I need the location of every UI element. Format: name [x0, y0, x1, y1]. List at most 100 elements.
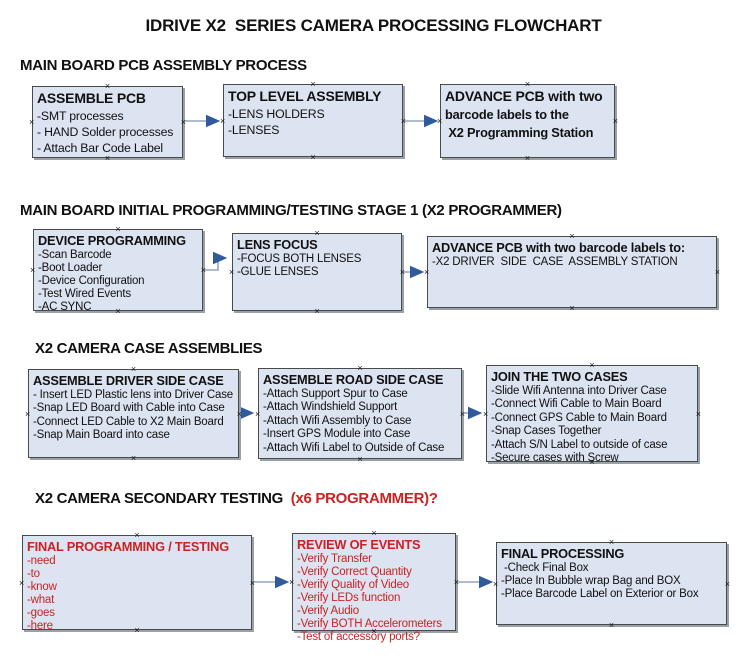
box-step: -AC SYNC: [38, 301, 92, 313]
connector-anchor-icon: ×: [310, 79, 316, 89]
box-step: -Snap LED Board with Cable into Case: [33, 402, 225, 415]
box-step: -Slide Wifi Antenna into Driver Case: [491, 385, 667, 397]
connector-anchor-icon: ×: [357, 363, 363, 373]
connector-anchor-icon: ×: [104, 81, 111, 91]
box-device-programming: × × × × DEVICE PROGRAMMING -Scan Barcode…: [30, 224, 206, 316]
box-step: -Snap Main Board into case: [33, 429, 170, 442]
box-step: -Place In Bubble wrap Bag and BOX: [501, 575, 681, 587]
connector-anchor-icon: ×: [589, 457, 595, 467]
box-step: -Test Wired Events: [38, 288, 131, 300]
connector-anchor-icon: ×: [524, 153, 531, 163]
connector-anchor-icon: ×: [289, 577, 295, 587]
box-step: -GLUE LENSES: [237, 266, 319, 278]
box-step: - Insert LED Plastic lens into Driver Ca…: [33, 389, 233, 401]
connector-anchor-icon: ×: [695, 408, 701, 419]
box-step: -Connect GPS Cable to Main Board: [491, 411, 667, 424]
box-step: -Verify Transfer: [297, 553, 372, 565]
heading-black-part: X2 CAMERA SECONDARY TESTING: [35, 490, 287, 507]
box-step: -Connect Wifi Cable to Main Board: [491, 398, 662, 411]
box-title: FINAL PROCESSING: [501, 546, 625, 561]
section-heading-pcb-assembly: MAIN BOARD PCB ASSEMBLY PROCESS: [20, 57, 307, 74]
connector-anchor-icon: ×: [220, 115, 226, 126]
box-title: ADVANCE PCB with two barcode labels to:: [432, 240, 685, 255]
box-assemble-road-side-case: × × × × ASSEMBLE ROAD SIDE CASE -Attach …: [255, 363, 465, 464]
box-title: TOP LEVEL ASSEMBLY: [228, 88, 382, 104]
box-title: REVIEW OF EVENTS: [297, 537, 421, 552]
connector-anchor-icon: ×: [424, 267, 430, 277]
page-title: IDRIVE X2 SERIES CAMERA PROCESSING FLOWC…: [145, 16, 602, 35]
section-heading-case-assemblies: X2 CAMERA CASE ASSEMBLIES: [35, 340, 263, 357]
connector-anchor-icon: ×: [314, 306, 320, 316]
box-step: -need: [27, 555, 56, 567]
box-title: ASSEMBLE ROAD SIDE CASE: [263, 372, 444, 387]
connector-anchor-icon: ×: [249, 577, 255, 588]
box-step: -Insert GPS Module into Case: [263, 428, 411, 441]
connector-anchor-icon: ×: [453, 577, 459, 587]
connector-anchor-icon: ×: [400, 115, 406, 126]
connector-anchor-icon: ×: [134, 625, 140, 635]
box-review-of-events: × × × × REVIEW OF EVENTS -Verify Transfe…: [289, 528, 459, 644]
box-assemble-pcb: × × × × ASSEMBLE PCB -SMT processes - HA…: [29, 81, 186, 163]
connector-anchor-icon: ×: [608, 537, 615, 547]
connector-anchor-icon: ×: [200, 265, 206, 275]
connector-anchor-icon: ×: [371, 626, 377, 636]
box-step: -Verify LEDs function: [297, 592, 401, 604]
box-step: -Attach Wifi Label to Outside of Case: [263, 441, 445, 454]
box-step: -Attach Windshield Support: [263, 401, 398, 414]
box-top-level-assembly: × × × × TOP LEVEL ASSEMBLY -LENS HOLDERS…: [220, 79, 406, 162]
box-step: -Attach Support Spur to Case: [263, 388, 408, 400]
box-step: -what: [27, 594, 55, 606]
connector-anchor-icon: ×: [314, 228, 320, 238]
box-step: -X2 DRIVER SIDE CASE ASSEMBLY STATION: [432, 256, 678, 268]
box-title: ASSEMBLE DRIVER SIDE CASE: [33, 373, 224, 388]
box-step: -Verify Audio: [297, 605, 359, 617]
connector-anchor-icon: ×: [569, 231, 575, 241]
box-step: -goes: [27, 607, 55, 619]
box-title: FINAL PROGRAMMING / TESTING: [27, 539, 229, 554]
box-step: -Secure cases with Screw: [491, 452, 619, 465]
heading-red-part: (x6 PROGRAMMER)?: [286, 490, 438, 507]
connector-anchor-icon: ×: [130, 364, 137, 374]
connector-anchor-icon: ×: [569, 303, 575, 313]
connector-anchor-icon: ×: [399, 267, 405, 277]
connector-anchor-icon: ×: [524, 79, 531, 89]
connector-anchor-icon: ×: [459, 408, 465, 419]
box-step: -Scan Barcode: [38, 249, 112, 261]
connector-anchor-icon: ×: [29, 117, 35, 127]
connector-anchor-icon: ×: [724, 578, 730, 589]
connector-anchor-icon: ×: [357, 454, 363, 464]
box-final-programming-testing: × × × × FINAL PROGRAMMING / TESTING -nee…: [19, 531, 255, 635]
connector-anchor-icon: ×: [130, 453, 137, 463]
connector-anchor-icon: ×: [115, 224, 121, 234]
connector-anchor-icon: ×: [25, 408, 31, 419]
box-title: JOIN THE TWO CASES: [491, 369, 628, 384]
box-step: -FOCUS BOTH LENSES: [237, 253, 362, 265]
box-step: -LENSES: [228, 123, 280, 137]
box-step: -Verify Correct Quantity: [297, 566, 412, 578]
box-step: -to: [27, 568, 40, 580]
box-join-the-two-cases: × × × × JOIN THE TWO CASES -Slide Wifi A…: [483, 361, 701, 467]
box-assemble-driver-side-case: × × × × ASSEMBLE DRIVER SIDE CASE - Inse…: [25, 364, 242, 463]
connector-anchor-icon: ×: [310, 152, 316, 162]
box-advance-pcb-driver-side-station: × × × × ADVANCE PCB with two barcode lab…: [424, 231, 720, 313]
connector-anchor-icon: ×: [608, 620, 615, 630]
box-step: -know: [27, 581, 57, 593]
connector-anchor-icon: ×: [612, 116, 618, 126]
box-step: -Device Configuration: [38, 275, 145, 287]
connector-anchor-icon: ×: [115, 306, 121, 316]
connector-anchor-icon: ×: [19, 577, 25, 588]
box-step: -Connect LED Cable to X2 Main Board: [33, 415, 224, 428]
box-step: barcode labels to the: [445, 107, 569, 122]
section-heading-secondary-testing: X2 CAMERA SECONDARY TESTING (x6 PROGRAMM…: [35, 490, 438, 507]
box-step: -Attach S/N Label to outside of case: [491, 438, 668, 451]
arrow-device-to-lensfocus: [205, 251, 228, 271]
connector-anchor-icon: ×: [714, 267, 720, 277]
box-title: ADVANCE PCB with two: [445, 88, 603, 104]
connector-anchor-icon: ×: [371, 528, 377, 538]
box-step: - Attach Bar Code Label: [37, 141, 163, 155]
box-step: -Verify Quality of Video: [297, 579, 409, 591]
connector-anchor-icon: ×: [255, 408, 261, 419]
box-step: -here: [27, 620, 53, 632]
